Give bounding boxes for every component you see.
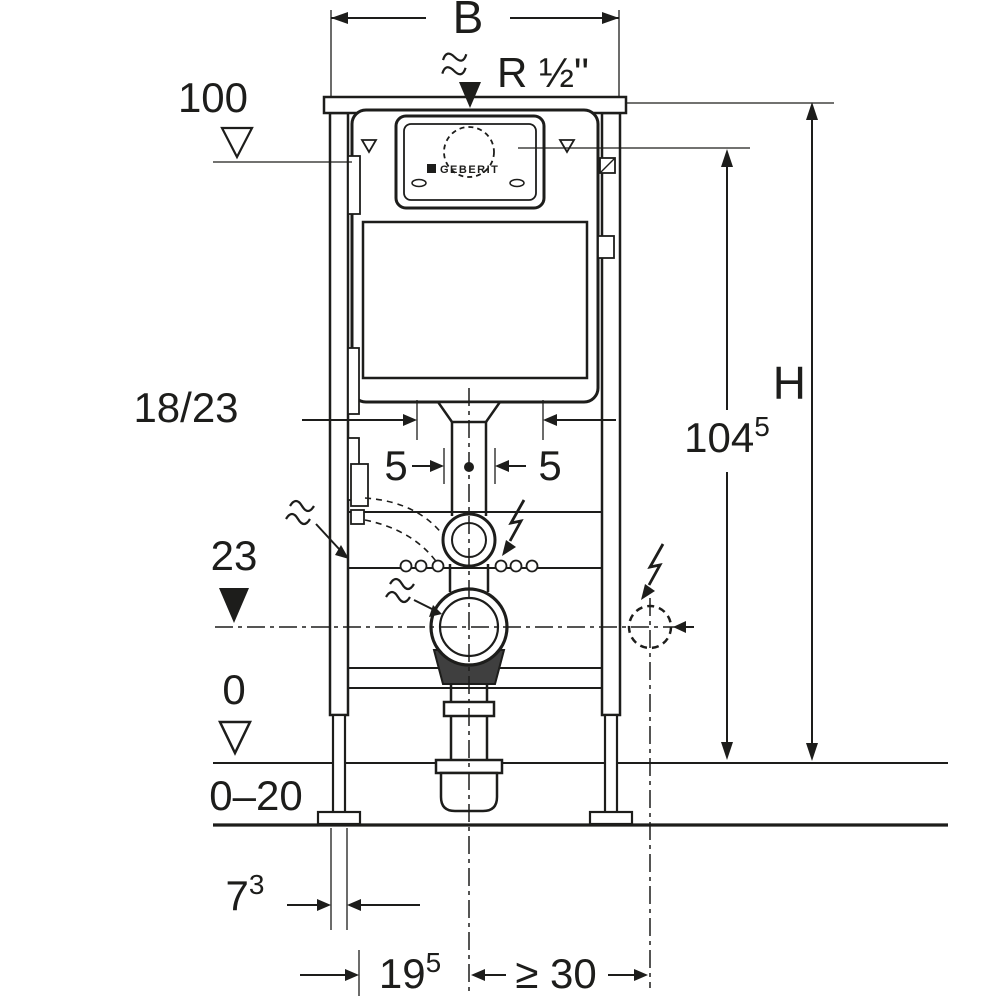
- drain-offset-label: 195: [379, 947, 441, 997]
- height-104-label: 1045: [684, 411, 770, 461]
- drain-cup: [439, 771, 499, 813]
- left-foot: [316, 810, 362, 826]
- actuation-circle: [443, 126, 495, 178]
- datum-filled-triangle-icon: [219, 588, 249, 623]
- water-connection-label: R ½": [497, 49, 589, 96]
- water-wave-icon: [441, 52, 468, 76]
- datum-0: 0 0–20: [209, 666, 302, 819]
- access-panel: GEBERIT: [394, 114, 546, 210]
- stop-valve: [350, 463, 369, 507]
- left-bracket: [347, 155, 361, 215]
- dimension-19-5: 195: [300, 947, 441, 997]
- centerlines: [215, 388, 694, 992]
- right-bracket: [597, 235, 615, 259]
- dimension-7-3: 73: [226, 828, 420, 930]
- supply-route-mark-left: [285, 499, 349, 559]
- brand-logo-icon: [427, 164, 436, 173]
- electric-flash-icon-right: [641, 543, 665, 600]
- supply-fittings: [347, 347, 449, 565]
- foot-offset-label: 73: [226, 869, 265, 919]
- dimension-5-5: 5 5: [384, 442, 561, 489]
- level-mark-right: [558, 139, 576, 154]
- brand-label: GEBERIT: [440, 164, 499, 176]
- pipe-offset-label: 18/23: [133, 384, 238, 431]
- electric-flash-icon-left: [502, 499, 526, 556]
- clearance-label: ≥ 30: [515, 950, 596, 997]
- datum-100: 100: [178, 74, 352, 163]
- flush-plate-window: [361, 220, 589, 380]
- datum-23-label: 23: [211, 532, 258, 579]
- left-leg: [331, 713, 347, 817]
- datum-open-triangle-icon: [220, 126, 254, 160]
- dimension-18-23: 18/23: [133, 384, 616, 440]
- inlet-arrow-icon: [459, 82, 481, 108]
- dimension-ge-30: ≥ 30: [471, 950, 648, 997]
- adjust-left-label: 5: [384, 442, 407, 489]
- dimension-104-5: 1045: [518, 147, 770, 760]
- supply-route-mark-center: [385, 577, 442, 617]
- level-mark-left: [360, 139, 378, 154]
- mounting-holes: [399, 559, 539, 573]
- datum-23: 23: [211, 532, 258, 623]
- supply-hose-option: [364, 497, 449, 543]
- height-h-label: H: [773, 357, 806, 409]
- width-label: B: [453, 0, 484, 43]
- datum-100-label: 100: [178, 74, 248, 121]
- datum-open-triangle-icon: [218, 720, 252, 756]
- right-foot: [588, 810, 634, 826]
- water-inlet: R ½": [441, 49, 589, 108]
- right-leg: [603, 713, 619, 817]
- datum-0-label: 0: [222, 666, 245, 713]
- dimension-height-h: H: [625, 102, 834, 761]
- adjust-right-label: 5: [538, 442, 561, 489]
- dimension-width-b: B: [330, 0, 620, 96]
- floor-range-label: 0–20: [209, 772, 302, 819]
- mounting-frame: [316, 95, 634, 826]
